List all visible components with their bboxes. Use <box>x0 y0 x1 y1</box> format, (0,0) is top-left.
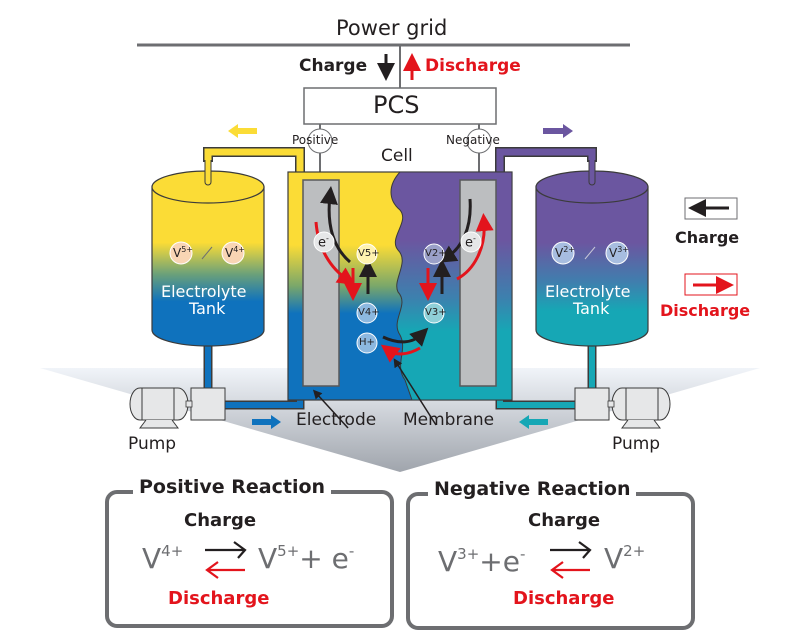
cell-label: Cell <box>381 146 413 166</box>
h-plus-circle <box>356 332 378 354</box>
top-charge-label: Charge <box>299 56 368 76</box>
positive-rhs: V5++ e- <box>258 542 355 575</box>
left-tank-ion-a: V5+ <box>173 245 194 260</box>
right-tank-ion-b: V3+ <box>609 245 630 260</box>
right-tank-ion-a: V2+ <box>555 245 576 260</box>
v3-circle <box>423 302 445 324</box>
legend-discharge-label: Discharge <box>660 301 751 320</box>
blue-flow-arrow <box>252 415 281 429</box>
positive-terminal-label: Positive <box>292 133 339 147</box>
positive-electrode <box>302 179 340 387</box>
positive-terminal <box>307 128 333 154</box>
negative-reaction-title: Negative Reaction <box>428 478 637 500</box>
negative-terminal-label: Negative <box>446 133 500 147</box>
positive-reaction-title: Positive Reaction <box>133 476 332 498</box>
power-grid-title: Power grid <box>336 16 448 40</box>
v4-circle <box>356 302 378 324</box>
v4-ion: V4+ <box>358 307 380 318</box>
v2-circle <box>423 243 445 265</box>
negative-rhs: V2+ <box>604 542 646 575</box>
membrane-label: Membrane <box>403 410 495 430</box>
electron-positive: e- <box>318 234 329 251</box>
positive-charge-label: Charge <box>184 510 257 531</box>
top-discharge-label: Discharge <box>425 56 521 76</box>
negative-charge-label: Charge <box>528 510 601 531</box>
v5-circle <box>356 243 378 265</box>
h-plus-ion: H+ <box>359 337 375 348</box>
right-pump-icon <box>574 387 671 429</box>
left-tank-label-2: Tank <box>189 299 226 318</box>
negative-electrode <box>459 179 497 387</box>
v3-ion: V3+ <box>425 307 447 318</box>
right-tank-label-2: Tank <box>573 299 610 318</box>
pump-left-label: Pump <box>128 434 177 454</box>
electron-negative: e- <box>465 234 476 251</box>
negative-equilibrium-arrows <box>550 541 592 579</box>
yellow-flow-arrow <box>228 124 257 138</box>
teal-flow-arrow <box>519 415 548 429</box>
negative-terminal <box>466 128 492 154</box>
left-pump-icon <box>129 387 226 429</box>
right-tank-label-1: Electrolyte <box>545 282 631 301</box>
positive-lhs: V4+ <box>142 542 184 575</box>
v5-ion: V5+ <box>358 248 380 259</box>
positive-equilibrium-arrows <box>205 541 247 579</box>
left-electrolyte-tank <box>151 160 265 347</box>
left-tank-ion-b: V4+ <box>225 245 246 260</box>
pump-right-label: Pump <box>612 434 661 454</box>
negative-lhs: V3++e- <box>438 545 526 578</box>
pcs-box <box>303 87 497 125</box>
pcs-label: PCS <box>373 91 420 119</box>
legend-charge-label: Charge <box>675 228 740 247</box>
positive-discharge-label: Discharge <box>168 588 270 609</box>
purple-flow-arrow <box>543 124 573 138</box>
left-tank-label-1: Electrolyte <box>161 282 247 301</box>
negative-discharge-label: Discharge <box>513 588 615 609</box>
electron-circle-negative <box>460 231 482 253</box>
cell-body <box>287 171 513 401</box>
right-electrolyte-tank <box>535 160 649 347</box>
electrode-label: Electrode <box>296 410 377 430</box>
electron-circle-positive <box>313 231 335 253</box>
v2-ion: V2+ <box>425 248 447 259</box>
